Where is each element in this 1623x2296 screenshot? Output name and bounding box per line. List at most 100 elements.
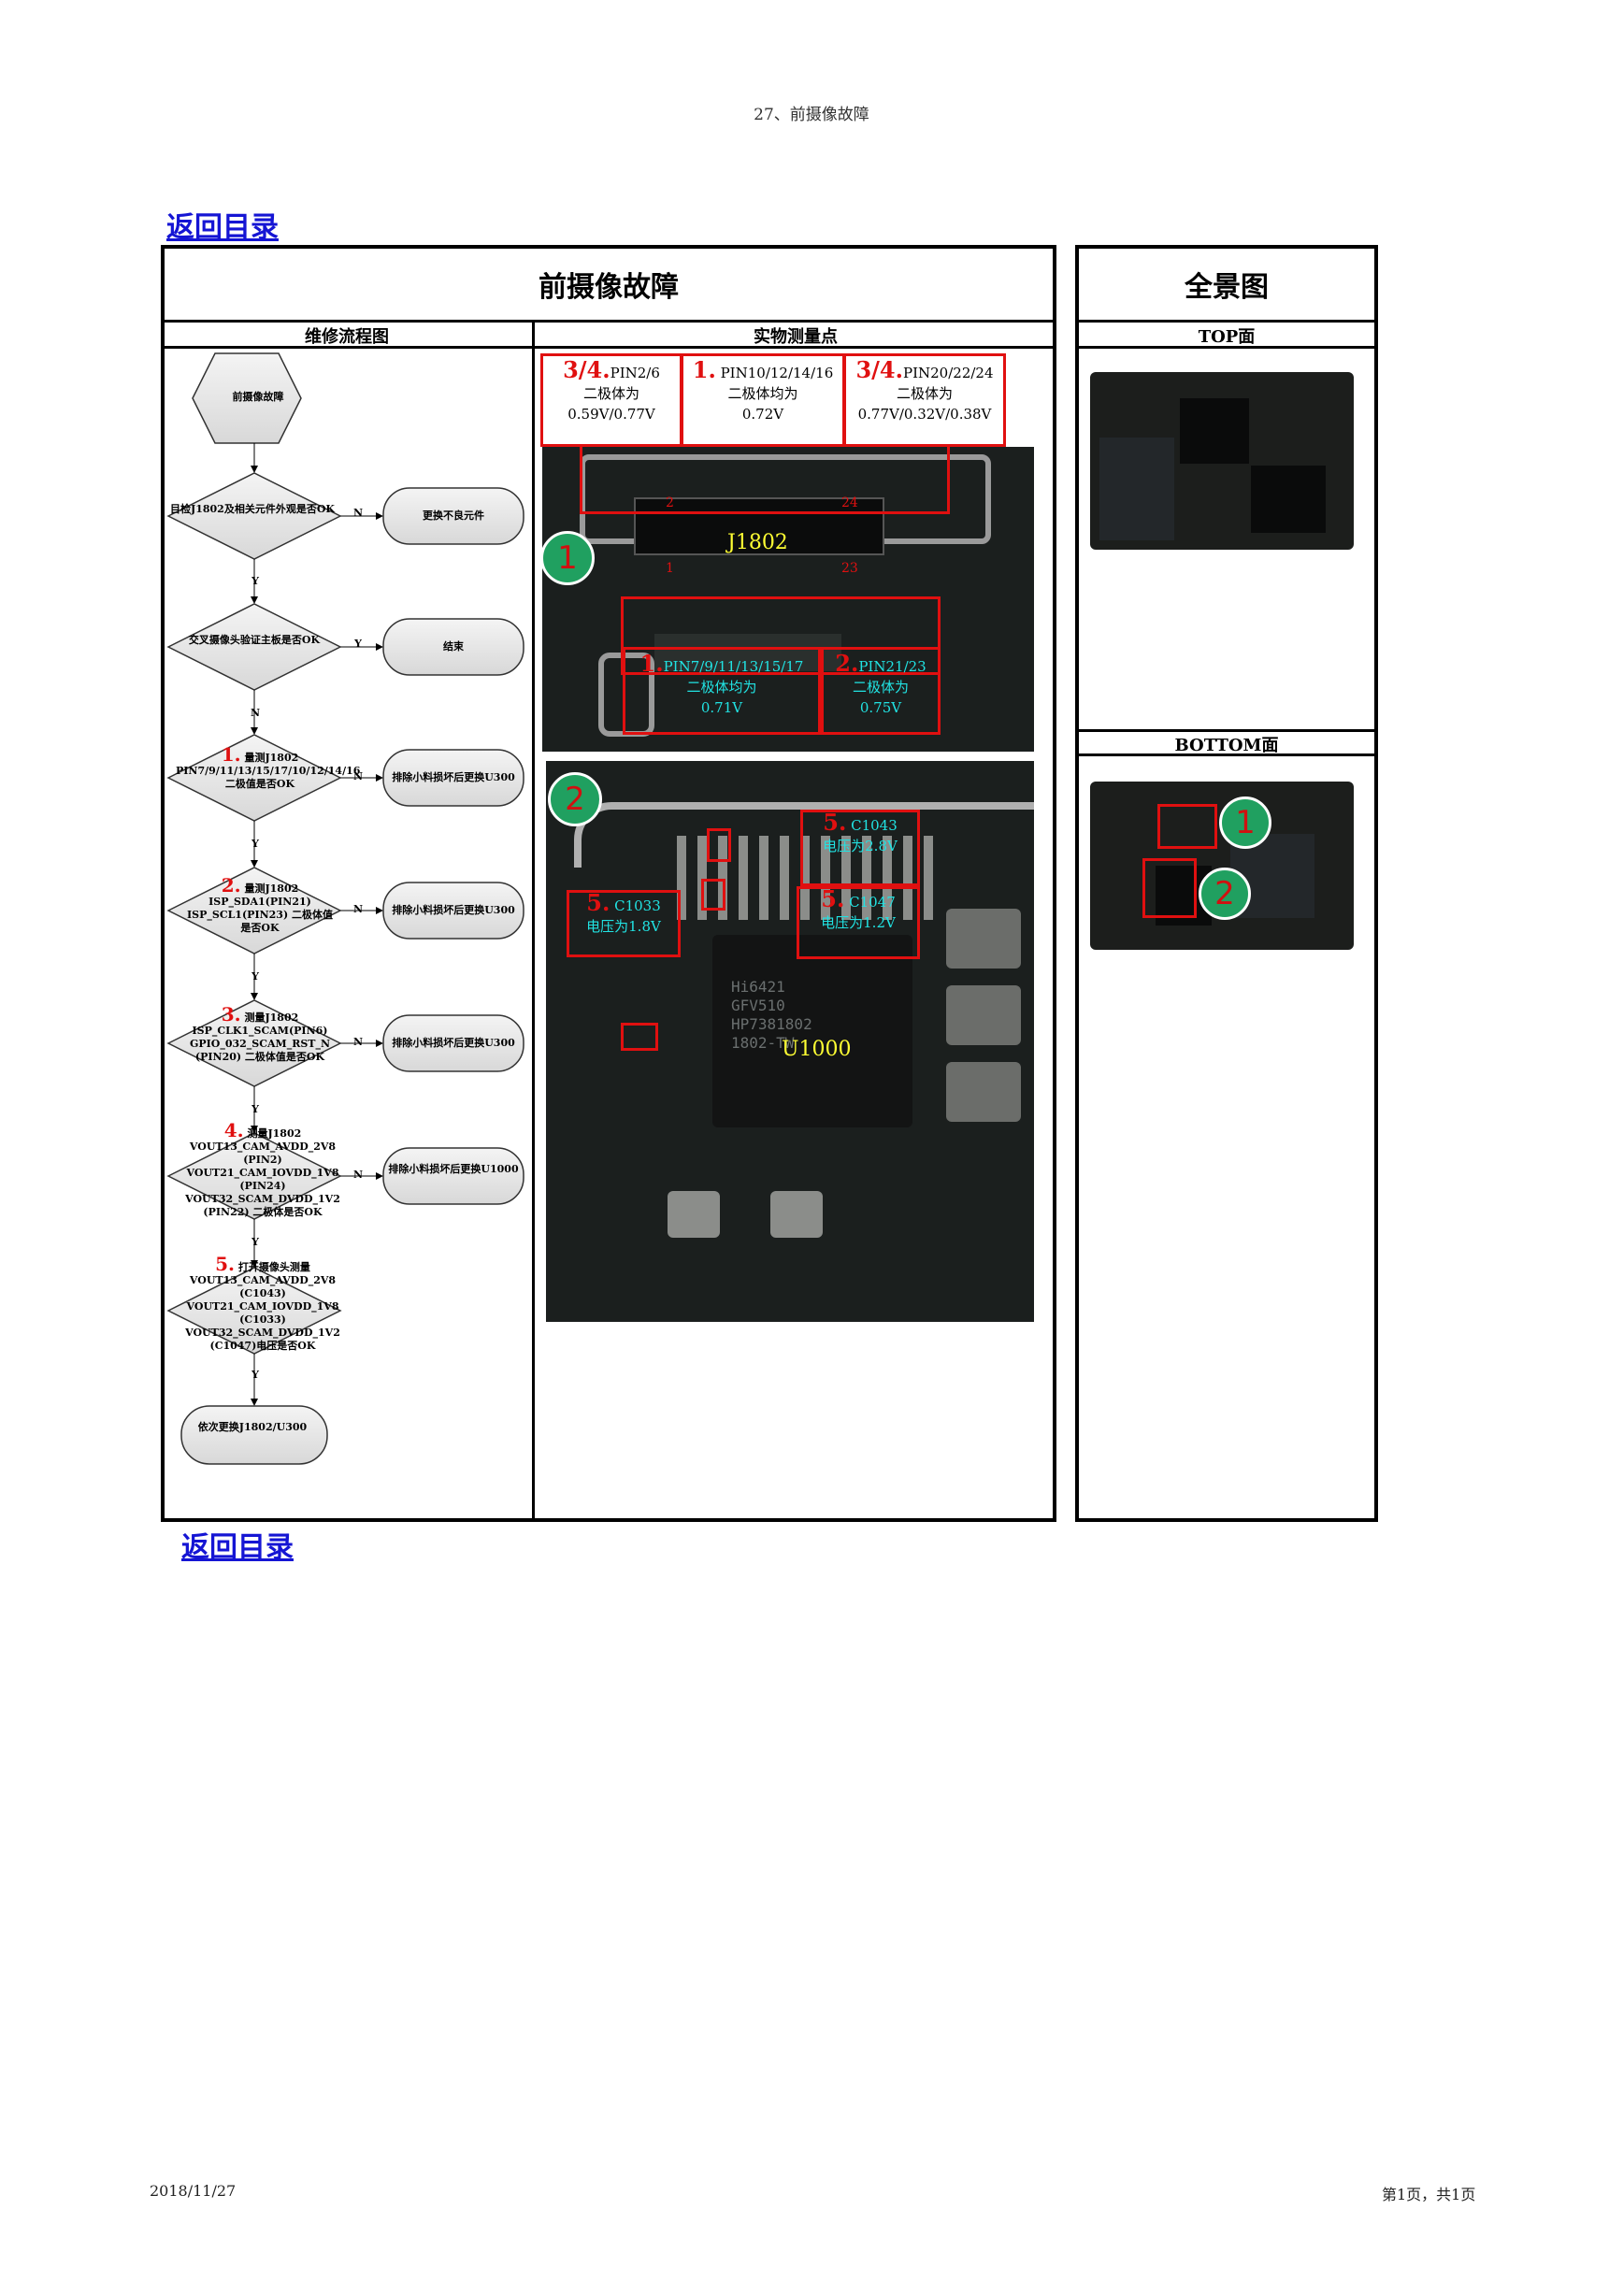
pad-row: [654, 634, 841, 671]
flow-step-4-action: 排除小料损坏后更换U1000: [388, 1163, 519, 1175]
annotation-pin21-23: 2.PIN21/23 二极体为 0.75V: [821, 647, 941, 735]
flow-step-5-body: VOUT13_CAM_AVDD_2V8 (C1043) VOUT21_CAM_I…: [185, 1274, 340, 1352]
flow-step-3-title: 测量J1802: [244, 1012, 299, 1024]
footer-date: 2018/11/27: [150, 2182, 237, 2200]
flow-step-3-number: 3.: [221, 1003, 241, 1026]
flow-no-label: N: [250, 707, 261, 719]
divider: [1075, 729, 1378, 732]
annotation-number: 5.: [586, 889, 610, 916]
connector-body: [634, 497, 884, 555]
flow-step-1-number: 1.: [221, 743, 241, 766]
inductor: [946, 1062, 1021, 1122]
flow-yes-label: Y: [354, 638, 362, 650]
board-bottom-image: [1090, 782, 1354, 950]
leader-box: [580, 438, 950, 514]
flow-step-1-action: 排除小料损坏后更换U300: [392, 771, 515, 783]
chip-marking: Hi6421 GFV510 HP7381802 1802-TW: [731, 978, 899, 1053]
flow-step-3-action: 排除小料损坏后更换U300: [392, 1037, 515, 1049]
annotation-pins: PIN7/9/11/13/15/17: [663, 658, 804, 675]
capacitor-large: [770, 1191, 823, 1238]
chip: [1251, 466, 1326, 533]
flow-step-1: 1. 量测J1802 PIN7/9/11/13/15/17/10/12/14/1…: [176, 745, 360, 791]
annotation-value: 电压为1.8V: [586, 918, 661, 935]
chip-mark-line: 1802-TW: [731, 1034, 795, 1052]
annotation-value: 0.59V/0.77V: [567, 406, 655, 423]
flow-step-2-number: 2.: [221, 874, 241, 897]
flow-action-end: 结束: [443, 640, 464, 653]
highlight-box: [1142, 858, 1197, 918]
annotation-pin7-17: 1.PIN7/9/11/13/15/17 二极体均为 0.71V: [623, 647, 821, 735]
marker-1: 1: [540, 531, 595, 585]
flow-step-2-action: 排除小料损坏后更换U300: [392, 904, 515, 916]
annotation-text: 二极体均为: [727, 385, 798, 402]
divider: [1075, 320, 1378, 323]
annotation-value: 0.72V: [741, 406, 784, 423]
annotation-pins: PIN20/22/24: [903, 365, 994, 381]
chip: [1180, 398, 1249, 464]
flowchart-diagram: [166, 352, 524, 1465]
photo-j1802: [542, 447, 1034, 752]
inductor: [946, 909, 1021, 969]
page-header-title: 27、前摄像故障: [754, 106, 869, 124]
annotation-number: 3/4.: [855, 356, 903, 383]
divider: [161, 346, 1056, 349]
divider: [1075, 346, 1378, 349]
annotation-c1047: 5. C1047 电压为1.2V: [797, 886, 920, 959]
flow-yes-label: Y: [251, 838, 259, 850]
annotation-part: C1043: [851, 817, 898, 834]
flow-no-label: N: [352, 507, 364, 519]
flow-step-5-number: 5.: [215, 1253, 236, 1275]
chip-u1000: [712, 935, 912, 1127]
capacitor-large: [668, 1191, 720, 1238]
annotation-value: 0.71V: [700, 699, 743, 716]
annotation-part: C1033: [614, 897, 661, 914]
flow-yes-label: Y: [251, 1236, 259, 1248]
flow-step-1-body: PIN7/9/11/13/15/17/10/12/14/16二极值是否OK: [176, 765, 361, 790]
flow-step-4-title: 测量J1802: [247, 1127, 302, 1140]
annotation-number: 3/4.: [563, 356, 610, 383]
annotation-number: 1.: [639, 650, 664, 677]
panorama-marker-1: 1: [1219, 796, 1271, 849]
flow-no-label: N: [352, 903, 364, 915]
component-area: [1099, 438, 1174, 540]
annotation-value: 电压为2.8V: [823, 838, 898, 854]
annotation-number: 1.: [692, 356, 716, 383]
flow-step-4-body: VOUT13_CAM_AVDD_2V8 (PIN2) VOUT21_CAM_IO…: [185, 1141, 340, 1218]
marker-2: 2: [548, 772, 602, 826]
annotation-value: 0.77V/0.32V/0.38V: [857, 406, 992, 423]
photo-u1000: Hi6421 GFV510 HP7381802 1802-TW: [546, 761, 1034, 1322]
divider: [161, 320, 1056, 323]
flow-no-label: N: [352, 1036, 364, 1048]
annotation-text: 二极体为: [852, 679, 909, 696]
annotation-text: 二极体为: [896, 385, 953, 402]
flow-yes-label: Y: [251, 575, 259, 587]
divider: [1075, 753, 1378, 756]
flow-step-4-number: 4.: [223, 1119, 244, 1141]
annotation-pins: PIN10/12/14/16: [720, 365, 834, 381]
pin-number: 1: [666, 561, 674, 576]
chip-mark-line: HP7381802: [731, 1015, 812, 1033]
flow-step-2-body: ISP_SDA1(PIN21) ISP_SCL1(PIN23) 二极体值是否OK: [187, 896, 333, 934]
flow-step-3-body: ISP_CLK1_SCAM(PIN6) GPIO_032_SCAM_RST_N …: [189, 1025, 331, 1063]
main-title: 前摄像故障: [539, 271, 679, 304]
flow-step-visual: 目检J1802及相关元件外观是否OK: [170, 503, 335, 515]
panorama-title: 全景图: [1185, 271, 1269, 304]
flow-step-5: 5. 打开摄像头测量 VOUT13_CAM_AVDD_2V8 (C1043) V…: [183, 1255, 342, 1353]
flow-step-5-title: 打开摄像头测量: [237, 1261, 310, 1273]
connector-label: J1802: [727, 531, 788, 554]
flow-yes-label: Y: [251, 1369, 259, 1381]
annotation-number: 5.: [821, 885, 845, 912]
back-to-index-link[interactable]: 返回目录: [181, 1531, 294, 1564]
annotation-part: C1047: [849, 894, 896, 911]
chip-label-u1000: U1000: [782, 1038, 852, 1061]
flow-start: 前摄像故障: [232, 391, 284, 403]
passive-array: [677, 836, 939, 920]
highlight-box: [701, 879, 725, 911]
leader-box: [621, 596, 941, 675]
annotation-value: 电压为1.2V: [821, 914, 896, 931]
flow-column-header: 维修流程图: [305, 327, 389, 347]
board-trace: [574, 802, 1034, 868]
panorama-marker-2: 2: [1199, 868, 1251, 920]
bottom-side-label: BOTTOM面: [1174, 736, 1279, 755]
back-to-index-link[interactable]: 返回目录: [166, 211, 279, 244]
